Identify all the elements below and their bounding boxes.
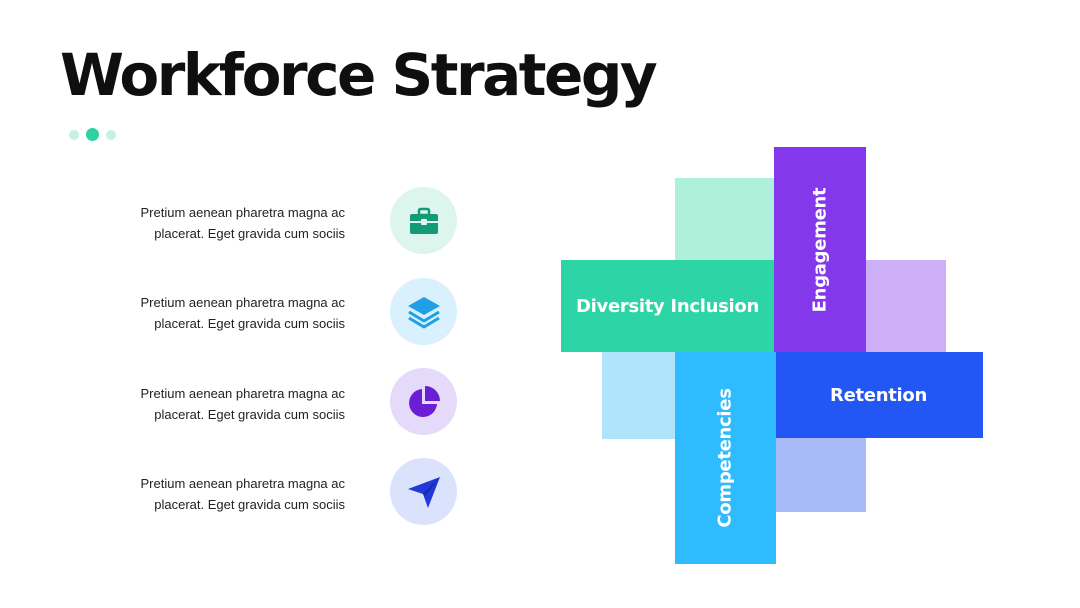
item-line: Pretium aenean pharetra magna ac: [140, 205, 345, 220]
pagination-dots: [69, 128, 116, 141]
engagement-label: Engagement: [809, 187, 831, 313]
diversity-label: Diversity Inclusion: [576, 295, 759, 317]
competencies-label: Competencies: [714, 388, 736, 528]
briefcase-icon: [409, 207, 438, 234]
pie-chart-icon: [408, 385, 440, 417]
page-title: Workforce Strategy: [60, 41, 658, 109]
item-line: Pretium aenean pharetra magna ac: [140, 386, 345, 401]
diagram-block-cyan-light: [602, 352, 675, 439]
diagram-block-purple-light: [866, 260, 946, 352]
list-item-text: Pretium aenean pharetra magna ac placera…: [115, 292, 345, 334]
diagram-block-engagement: Engagement: [774, 147, 866, 352]
list-item-text: Pretium aenean pharetra magna ac placera…: [115, 473, 345, 515]
item-line: placerat. Eget gravida cum sociis: [154, 226, 345, 241]
pagination-dot[interactable]: [69, 129, 79, 140]
pagination-dot-active[interactable]: [86, 128, 99, 141]
item-line: placerat. Eget gravida cum sociis: [154, 407, 345, 422]
pagination-dot[interactable]: [106, 129, 116, 140]
icon-circle: [390, 278, 457, 345]
item-line: Pretium aenean pharetra magna ac: [140, 295, 345, 310]
item-line: Pretium aenean pharetra magna ac: [140, 476, 345, 491]
icon-circle: [390, 187, 457, 254]
list-item-text: Pretium aenean pharetra magna ac placera…: [115, 383, 345, 425]
list-item-text: Pretium aenean pharetra magna ac placera…: [115, 202, 345, 244]
icon-circle: [390, 368, 457, 435]
layers-icon: [407, 296, 440, 328]
diagram-block-competencies: Competencies: [675, 352, 776, 564]
retention-label: Retention: [830, 384, 927, 406]
diagram-block-blue-light: [776, 438, 866, 512]
diagram-block-green-light: [675, 178, 774, 262]
item-line: placerat. Eget gravida cum sociis: [154, 316, 345, 331]
diagram-block-retention: Retention: [774, 352, 983, 438]
diagram-block-diversity: Diversity Inclusion: [561, 260, 774, 352]
icon-circle: [390, 458, 457, 525]
item-line: placerat. Eget gravida cum sociis: [154, 497, 345, 512]
send-icon: [407, 476, 440, 508]
